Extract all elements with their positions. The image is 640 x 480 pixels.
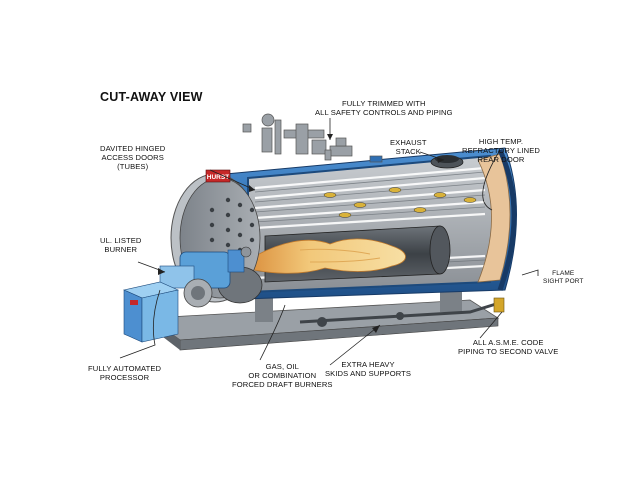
- furnace: [244, 225, 451, 283]
- burner-flame: [244, 238, 406, 274]
- label-automated-processor: FULLY AUTOMATED PROCESSOR: [88, 364, 162, 382]
- label-forced-draft-burners: GAS, OIL OR COMBINATION FORCED DRAFT BUR…: [232, 362, 333, 389]
- gas-piping: [299, 302, 497, 324]
- brand-plate-text: HURST: [207, 174, 229, 181]
- asme-valve: [493, 297, 505, 313]
- refractory-lining: [477, 153, 511, 283]
- label-asme-piping: ALL A.S.M.E. CODE PIPING TO SECOND VALVE: [458, 338, 559, 356]
- label-fully-trimmed: FULLY TRIMMED WITH ALL SAFETY CONTROLS A…: [315, 99, 453, 117]
- tube-ends: [323, 187, 477, 218]
- label-skids-supports: EXTRA HEAVY SKIDS AND SUPPORTS: [325, 360, 412, 378]
- label-davited-doors: DAVITED HINGED ACCESS DOORS (TUBES): [100, 144, 166, 171]
- diagram-title: CUT-AWAY VIEW: [100, 90, 203, 104]
- burner-assembly: [159, 246, 263, 308]
- control-processor: [123, 281, 179, 343]
- flame-sight-port-marker: [521, 269, 539, 276]
- brand-plate: [205, 169, 231, 183]
- label-refractory-door: HIGH TEMP. REFRACTORY LINED REAR DOOR: [462, 137, 540, 164]
- label-listed-burner: UL. LISTED BURNER: [100, 236, 142, 254]
- label-exhaust-stack: EXHAUST STACK: [390, 138, 427, 156]
- safety-controls-piping: [242, 113, 383, 163]
- label-flame-sight-port: FLAME SIGHT PORT: [543, 270, 584, 285]
